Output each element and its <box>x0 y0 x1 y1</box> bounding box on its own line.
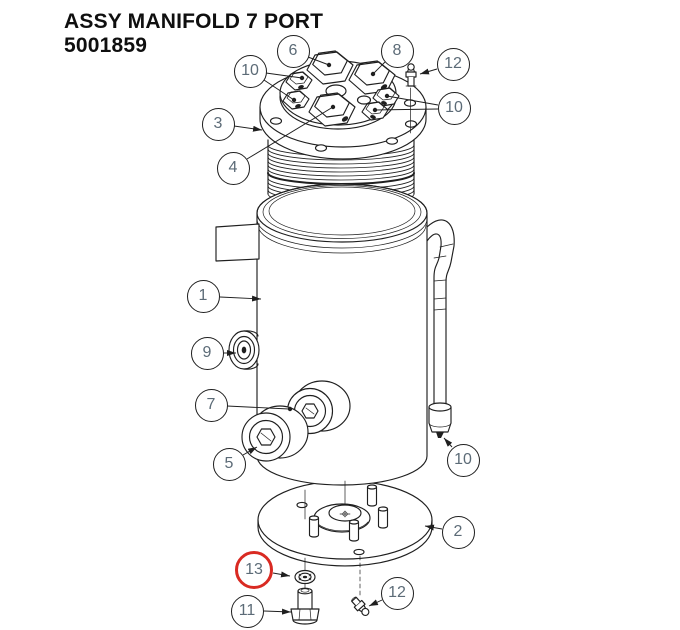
callout-12-bottom: 12 <box>380 576 414 610</box>
callout-8: 8 <box>380 34 414 68</box>
standoff-pin-4 <box>348 519 360 542</box>
drawing-title: ASSY MANIFOLD 7 PORT <box>64 10 324 33</box>
mounting-bolt-11 <box>290 587 320 625</box>
grease-fitting-bottom <box>351 596 370 617</box>
drain-tube <box>426 219 455 408</box>
callout-7: 7 <box>194 388 228 422</box>
side-port-fitting-9 <box>228 330 260 370</box>
standoff-pin-3 <box>308 515 320 538</box>
centerlines <box>304 480 361 597</box>
callout-10-top-right: 10 <box>437 91 471 125</box>
callout-10-top-left: 10 <box>233 54 267 88</box>
grease-fitting-top <box>405 63 417 87</box>
leader-lines <box>219 56 453 615</box>
callout-12-top: 12 <box>436 47 470 81</box>
standoff-pin-2 <box>377 506 389 529</box>
standoff-pin-1 <box>366 484 378 507</box>
port-cap-large-4 <box>308 92 356 127</box>
callout-4: 4 <box>216 151 250 185</box>
drawing-title-block: ASSY MANIFOLD 7 PORT 5001859 <box>64 10 323 57</box>
side-block <box>215 223 260 262</box>
callout-5: 5 <box>212 447 246 481</box>
callout-1: 1 <box>186 279 220 313</box>
base-plate-hub <box>313 503 371 533</box>
port-cap-large-8 <box>348 60 396 95</box>
callout-13-highlighted: 13 <box>235 551 273 589</box>
callout-11: 11 <box>230 594 264 628</box>
base-plate-holes <box>296 501 365 556</box>
callout-3: 3 <box>201 107 235 141</box>
tube-end-fitting <box>428 402 452 438</box>
callout-6: 6 <box>276 34 310 68</box>
port-cap-large-6 <box>306 50 354 85</box>
callout-9: 9 <box>190 336 224 370</box>
callout-2: 2 <box>441 515 475 549</box>
lock-washer-13 <box>294 569 316 585</box>
callout-10-bottom-right: 10 <box>446 443 480 477</box>
drawing-part-number: 5001859 <box>64 33 148 57</box>
